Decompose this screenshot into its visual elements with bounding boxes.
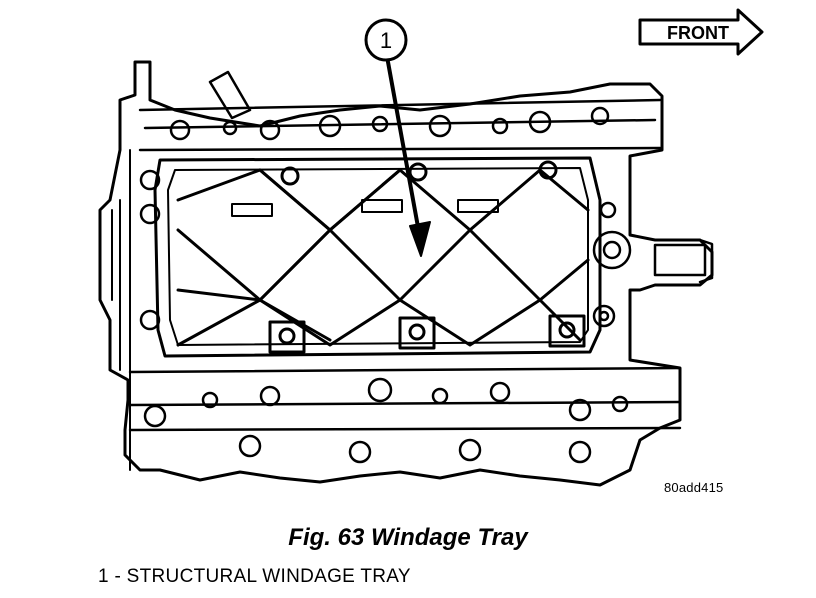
side-bolts bbox=[139, 169, 617, 331]
upper-rail bbox=[138, 70, 662, 152]
front-label: FRONT bbox=[667, 23, 729, 43]
crankshaft-snout bbox=[592, 230, 714, 284]
front-arrow bbox=[638, 8, 764, 56]
figure-caption: Fig. 63 Windage Tray bbox=[288, 524, 528, 551]
engine-block-outline bbox=[98, 60, 714, 487]
lower-rail bbox=[128, 366, 682, 464]
figure-reference-code: 80add415 bbox=[664, 480, 724, 495]
callout-number: 1 bbox=[380, 28, 392, 53]
legend-item: 1 - STRUCTURAL WINDAGE TRAY bbox=[98, 566, 411, 587]
windage-tray bbox=[153, 156, 602, 358]
callout-1 bbox=[364, 18, 408, 62]
rear-end-plate bbox=[111, 149, 131, 471]
engine-block-diagram: FRONT 1 bbox=[98, 8, 764, 487]
